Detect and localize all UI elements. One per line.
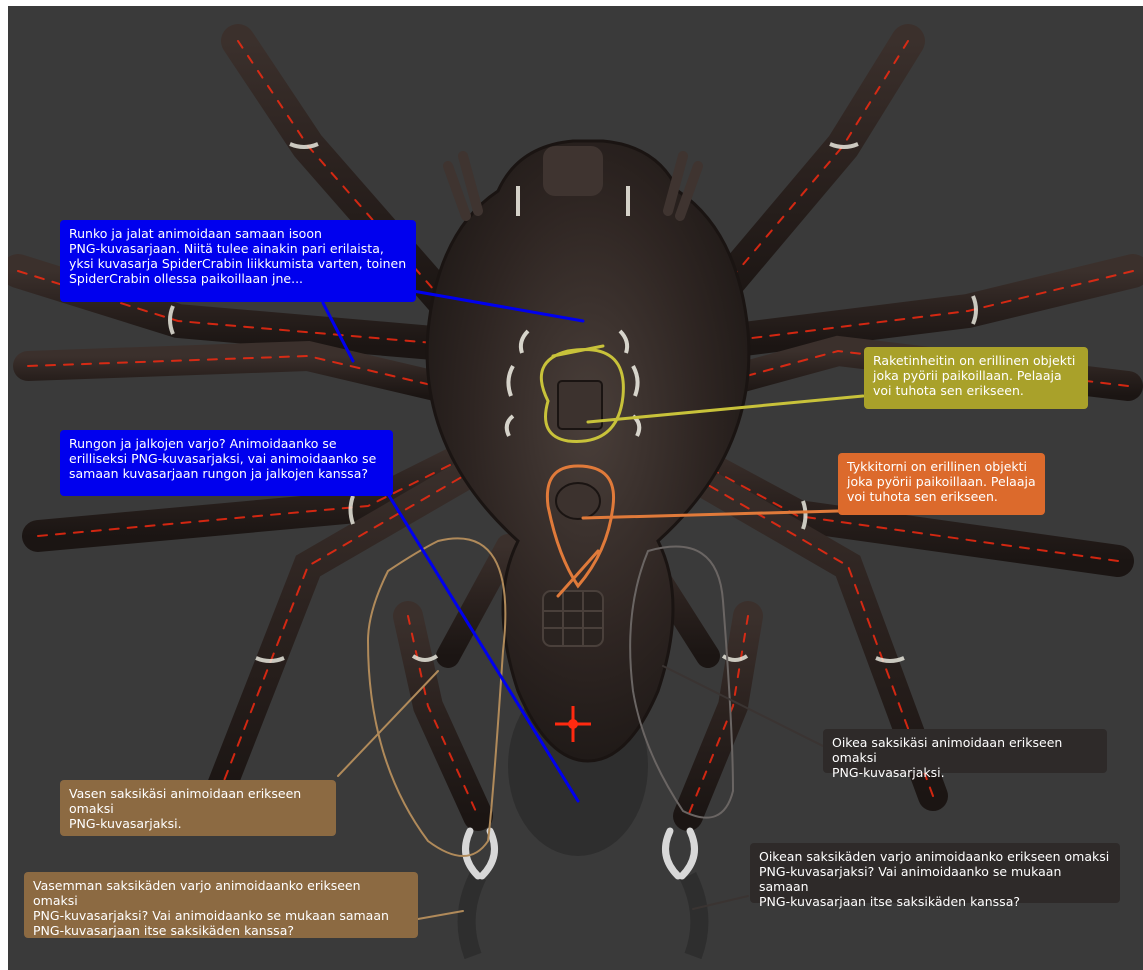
- turret-object: [556, 483, 600, 519]
- note-right-claw: Oikea saksikäsi animoidaan erikseen omak…: [823, 729, 1107, 773]
- concept-art-canvas: Runko ja jalat animoidaan samaan isoon P…: [8, 6, 1143, 970]
- note-shadow: Rungon ja jalkojen varjo? Animoidaanko s…: [60, 430, 393, 496]
- note-left-claw-shadow: Vasemman saksikäden varjo animoidaanko e…: [24, 872, 418, 938]
- note-right-claw-shadow: Oikean saksikäden varjo animoidaanko eri…: [750, 843, 1120, 903]
- note-turret: Tykkitorni on erillinen objekti joka pyö…: [838, 453, 1045, 515]
- note-body-legs: Runko ja jalat animoidaan samaan isoon P…: [60, 220, 416, 302]
- note-rocket-launcher: Raketinheitin on erillinen objekti joka …: [864, 347, 1088, 409]
- note-left-claw: Vasen saksikäsi animoidaan erikseen omak…: [60, 780, 336, 836]
- spider-body: [427, 141, 749, 761]
